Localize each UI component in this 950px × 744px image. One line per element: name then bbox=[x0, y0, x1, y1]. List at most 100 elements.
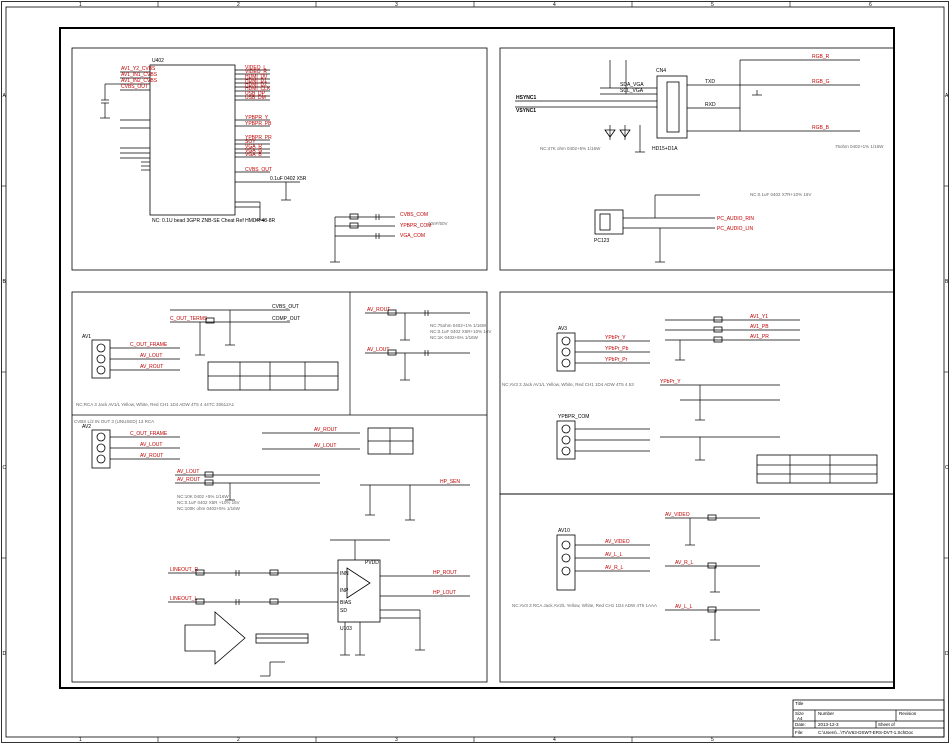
av3-ref: AV3 bbox=[558, 326, 567, 332]
net-pc-audio-rin: PC_AUDIO_RIN bbox=[717, 216, 754, 222]
net-sda-vga: SDA_VGA bbox=[620, 82, 644, 88]
av1-note: NC:RCA 3 Jack AV1/L Yellow, White, Red C… bbox=[76, 402, 235, 407]
u402-left-pin-2: AV1_IN1_CVBS bbox=[121, 72, 158, 78]
net-rgb-r: RGB_R bbox=[812, 54, 830, 60]
net-rxd: RXD bbox=[705, 102, 716, 108]
col-num-3: 3 bbox=[395, 2, 398, 8]
col-num-2-bottom: 2 bbox=[237, 737, 240, 743]
svg-text:USB_DM: USB_DM bbox=[245, 95, 266, 101]
vga-connector-cn4: CN4 HD15+D1A HSYNC1 VSYNC1 SDA_VGA SCL_V… bbox=[515, 54, 884, 197]
av10-note: NC:AV3 3 RCA Jack AV2/L Yellow, White, R… bbox=[512, 603, 657, 608]
bl-note-1: NC:10K 0402 +5% 1/16W bbox=[177, 494, 229, 499]
row-letter-a: A bbox=[3, 93, 7, 99]
net-av1-y1: AV1_Y1 bbox=[750, 314, 768, 320]
av1-ref: AV1 bbox=[82, 334, 91, 340]
col-num-5: 5 bbox=[711, 2, 714, 8]
net-av-video-2: AV_VIDEO bbox=[665, 512, 690, 518]
svg-text:VIDEO_R: VIDEO_R bbox=[245, 69, 267, 75]
svg-text:VIDEO_L: VIDEO_L bbox=[245, 65, 266, 71]
u402-note: NC: 0.1U bead 3GPR ZNB-SE Cheat Ref HMDR… bbox=[152, 218, 275, 224]
cn4-ref: CN4 bbox=[656, 68, 666, 74]
mid-center-network: AV_ROUT AV_LOUT NC:75ohm 0402+1% 1/16W N… bbox=[262, 307, 491, 455]
amp-u103-ref: U103 bbox=[340, 626, 352, 632]
cvbs-com-label: CVBS_COM bbox=[400, 212, 428, 218]
net-c-out-frame-2: C_OUT_FRAME bbox=[130, 431, 168, 437]
amp-pin-pvdd: PVDD bbox=[365, 560, 379, 566]
headphone-amp-section: AV_LOUT AV_ROUT NC:10K 0402 +5% 1/16W NC… bbox=[168, 469, 470, 677]
net-lineout-l: LINEOUT_L bbox=[170, 596, 197, 602]
rca-av10: AV10 AV_VIDEO AV_L_L AV_R_L NC:AV3 3 RCA… bbox=[512, 528, 657, 608]
block-bottom-right bbox=[499, 493, 895, 683]
svg-text:VGA_B: VGA_B bbox=[245, 152, 262, 158]
col-num-1-bottom: 1 bbox=[79, 737, 82, 743]
svg-text:HDMI_CLK: HDMI_CLK bbox=[245, 86, 271, 92]
net-av-video: AV_VIDEO bbox=[605, 539, 630, 545]
size-value: A4 bbox=[797, 716, 803, 721]
svg-text:HDMI_D1: HDMI_D1 bbox=[245, 78, 267, 84]
ypbpr-termination: AV1_Y1 AV1_PB AV1_PR YPbPr_Y bbox=[660, 314, 878, 484]
net-av-r-l-2: AV_R_L bbox=[675, 560, 693, 566]
col-num-4: 4 bbox=[553, 2, 556, 8]
net-hp-rout-in: AV_ROUT bbox=[177, 477, 200, 483]
net-av-rout-mc: AV_ROUT bbox=[367, 307, 390, 313]
row-letter-b: B bbox=[3, 279, 7, 285]
row-letter-d: D bbox=[3, 651, 7, 657]
net-ypbpr-y: YPbPr_Y bbox=[605, 335, 626, 341]
net-pc-audio-lin: PC_AUDIO_LIN bbox=[717, 226, 754, 232]
col-num-1: 1 bbox=[79, 2, 82, 8]
av9-ref: YPBPR_COM bbox=[558, 414, 589, 420]
rca-av1: AV1 C_OUT_FRAME AV_LOUT AV_ROUT NC:RCA 3… bbox=[76, 334, 235, 407]
mc-note-2: NC:0.1uF 0402 X5R+10% 16V bbox=[430, 329, 491, 334]
row-letter-c: C bbox=[3, 465, 7, 471]
cn4-part: HD15+D1A bbox=[652, 146, 678, 152]
inner-border bbox=[5, 6, 945, 738]
amp-pin-inp: INP bbox=[340, 588, 349, 594]
border-row-letters: A B C D A B C D bbox=[1, 93, 949, 657]
block-mid-left bbox=[71, 291, 488, 683]
net-hsync1: HSYNC1 bbox=[516, 95, 537, 101]
mc-note-1: NC:75ohm 0402+1% 1/16W bbox=[430, 323, 487, 328]
mc-note-3: NC:1K 0402+5% 1/16W bbox=[430, 335, 479, 340]
net-av-rout-mc2: AV_ROUT bbox=[314, 427, 337, 433]
tr-note-1: NC:47K ohm 0402+5% 1/16W bbox=[540, 146, 601, 151]
svg-text:SOY: SOY bbox=[245, 139, 256, 145]
svg-text:VGA_R: VGA_R bbox=[245, 144, 262, 150]
net-txd: TXD bbox=[705, 79, 715, 85]
net-c-out-frame: C_OUT_FRAME bbox=[130, 342, 168, 348]
net-rgb-g: RGB_G bbox=[812, 79, 830, 85]
net-scl-vga: SCL_VGA bbox=[620, 88, 644, 94]
net-av1-pb: AV1_PB bbox=[750, 324, 769, 330]
bl-note-2: NC:0.1uF 0402 X5R +10% 16V bbox=[177, 500, 240, 505]
rca-av3: AV3 YPbPr_Y YPbPr_Pb YPbPr_Pr NC:AV3 3 J… bbox=[502, 326, 650, 387]
net-av-lout-2: AV_LOUT bbox=[140, 442, 162, 448]
net-rgb-b: RGB_B bbox=[812, 125, 830, 131]
net-av-r-l: AV_R_L bbox=[605, 565, 623, 571]
revision-label: Revision bbox=[899, 711, 917, 716]
row-letter-c-right: C bbox=[945, 465, 949, 471]
av10-ref: AV10 bbox=[558, 528, 570, 534]
svg-text:HDMI_D2: HDMI_D2 bbox=[245, 82, 267, 88]
title-block: Title Size Number Revision A4 Date: 2013… bbox=[792, 699, 945, 738]
block-top-right bbox=[499, 47, 895, 271]
av3-note: NC:AV3 3 Jack AV1/L Yellow, White, Red C… bbox=[502, 382, 634, 387]
net-av-lout-mc2: AV_LOUT bbox=[314, 443, 336, 449]
net-ypbpr-pb: YPbPr_Pb bbox=[605, 346, 629, 352]
ic-u402: U402 AV1_Y2_CVBS AV1_IN1_CVBS AV1_IN2_CV… bbox=[100, 58, 307, 224]
sif-cap-label: 0.1uF 0402 X5R bbox=[270, 176, 307, 182]
net-hp-sen: HP_SEN bbox=[440, 479, 460, 485]
amp-pin-bias: BIAS bbox=[340, 600, 352, 606]
block-top-left bbox=[71, 47, 488, 271]
cvbs-out-label: CVBS_OUT bbox=[245, 167, 272, 173]
col-num-4-bottom: 4 bbox=[553, 737, 556, 743]
amp-pin-sd: SD bbox=[340, 608, 347, 614]
file-label: File: bbox=[795, 730, 804, 735]
net-av-lout-mc: AV_LOUT bbox=[367, 347, 389, 353]
net-lineout-r: LINEOUT_R bbox=[170, 567, 198, 573]
net-hp-lout-in: AV_LOUT bbox=[177, 469, 199, 475]
border-column-numbers: 1 2 3 4 5 6 1 2 3 4 5 bbox=[79, 1, 872, 743]
rca-av2: AV2 CVBS L/2 IN OUT 3 (UNUSED) 13 RCA C_… bbox=[74, 419, 180, 469]
net-av1-pr: AV1_PR bbox=[750, 334, 769, 340]
bl-note-3: NC:100K ohm 0402+5% 1/16W bbox=[177, 506, 241, 511]
net-hp-lout: HP_LOUT bbox=[433, 590, 456, 596]
